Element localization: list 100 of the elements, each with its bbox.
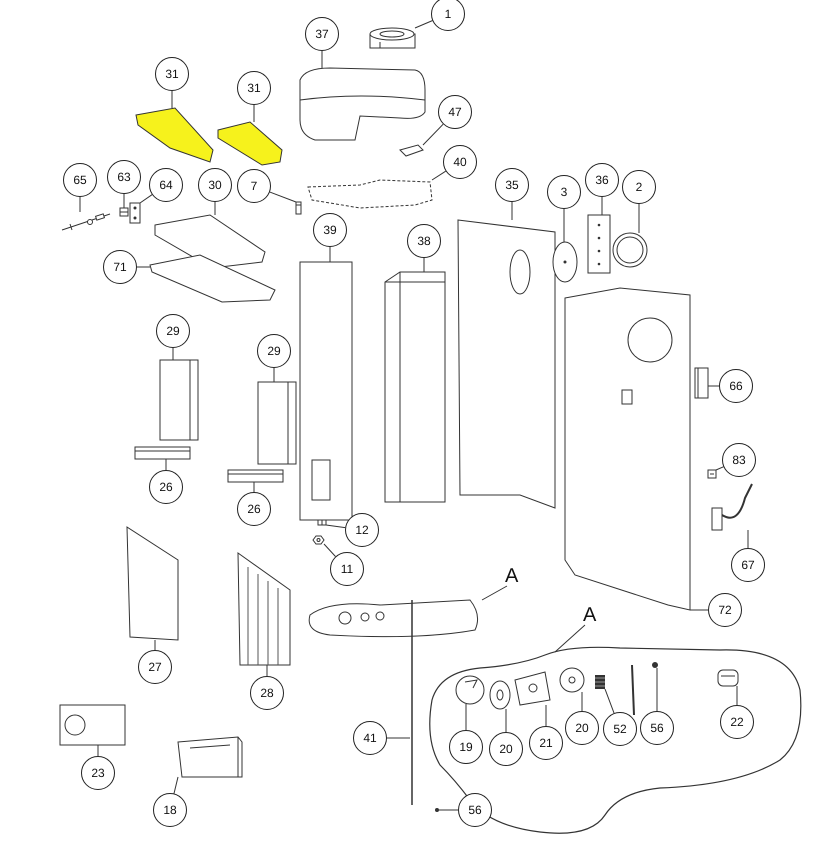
callout-circle: [250, 676, 284, 710]
callout-number: 36: [595, 174, 609, 186]
knob-part: [456, 676, 484, 704]
block-part: [160, 360, 198, 440]
callout-number: 20: [575, 722, 589, 734]
callout-number: 41: [363, 732, 377, 744]
callout-number: 66: [729, 380, 743, 392]
callout-circle: [237, 492, 271, 526]
leader-line: [716, 466, 724, 470]
bar-part: [228, 470, 283, 482]
nut-part: [313, 536, 324, 544]
callout-number: 71: [113, 261, 127, 273]
callout-circle: [149, 470, 183, 504]
callout-number: 39: [323, 224, 337, 236]
callout-number: 63: [117, 171, 131, 183]
plate-part: [515, 672, 550, 705]
dot-part: [652, 662, 658, 668]
callout-number: 56: [650, 722, 664, 734]
callout-number: 26: [247, 503, 261, 515]
callout-number: 83: [732, 454, 746, 466]
callout-number: 30: [208, 179, 222, 191]
detail-label: A: [583, 605, 596, 625]
callout-number: 35: [505, 179, 519, 191]
callout-circle: [198, 168, 232, 202]
callout-circle: [443, 145, 477, 179]
callout-circle: [708, 593, 742, 627]
callout-circle: [257, 334, 291, 368]
plate-part: [588, 215, 610, 273]
callout-circle: [622, 170, 656, 204]
callout-circle: [153, 793, 187, 827]
callout-circle: [237, 71, 271, 105]
block-part: [258, 382, 296, 464]
rod-part: [410, 600, 414, 805]
bracket-part: [130, 203, 140, 223]
callout-circle: [565, 711, 599, 745]
callout-number: 40: [453, 156, 467, 168]
callout-circle: [107, 160, 141, 194]
leader-line: [422, 124, 444, 146]
callout-number: 52: [613, 723, 627, 735]
plate-part: [695, 368, 708, 398]
callout-number: 56: [468, 804, 482, 816]
callout-circle: [731, 548, 765, 582]
panel-part: [127, 527, 178, 640]
callout-circle: [149, 168, 183, 202]
callout-number: 31: [165, 68, 179, 80]
leader-line: [638, 204, 640, 234]
pin-part: [296, 202, 301, 214]
callout-number: 11: [340, 563, 354, 575]
shield-part: [178, 737, 242, 777]
callout-circle: [313, 213, 347, 247]
callout-circle: [431, 0, 465, 31]
leader-line: [736, 686, 738, 706]
callout-circle: [438, 95, 472, 129]
back-shell-part: [458, 220, 555, 508]
callout-number: 65: [73, 174, 87, 186]
detail-label: A: [505, 566, 518, 586]
leader-line: [604, 688, 615, 714]
callout-circle: [103, 250, 137, 284]
leader-line: [140, 194, 153, 204]
callout-number: 47: [448, 106, 462, 118]
callout-circle: [458, 793, 492, 827]
callout-circle: [330, 552, 364, 586]
side-panel-part: [300, 262, 352, 520]
callout-number: 1: [444, 8, 452, 20]
cap-part: [370, 28, 415, 49]
callout-number: 18: [163, 804, 177, 816]
disc-part: [553, 242, 577, 282]
callout-circle: [603, 712, 637, 746]
power-cord-part: [712, 484, 754, 530]
washer-part: [560, 668, 584, 692]
callout-number: 22: [730, 716, 744, 728]
callout-number: 28: [260, 687, 274, 699]
leader-line: [266, 664, 268, 676]
callout-circle: [81, 756, 115, 790]
leader-line: [414, 20, 433, 28]
callout-circle: [722, 443, 756, 477]
callout-circle: [407, 224, 441, 258]
ring-part: [613, 233, 647, 267]
callout-number: 26: [159, 481, 173, 493]
callout-number: 7: [250, 180, 258, 192]
callout-circle: [529, 726, 563, 760]
clip-part: [120, 208, 128, 216]
motor-part: [60, 705, 125, 745]
callout-number: 37: [315, 28, 329, 40]
leader-line: [136, 266, 150, 268]
leader-line: [214, 202, 216, 216]
callout-circle: [489, 732, 523, 766]
leader-line: [154, 640, 156, 650]
plate-part: [218, 122, 282, 165]
callout-number: 29: [267, 345, 281, 357]
side-panel-part: [385, 272, 445, 502]
callout-circle: [237, 169, 271, 203]
leader-line: [432, 170, 446, 180]
leader-line: [172, 348, 174, 360]
callout-circle: [547, 175, 581, 209]
washer-part: [490, 681, 510, 709]
leader-line: [324, 544, 336, 557]
callout-circle: [640, 711, 674, 745]
callout-circle: [585, 163, 619, 197]
callout-circle: [495, 168, 529, 202]
